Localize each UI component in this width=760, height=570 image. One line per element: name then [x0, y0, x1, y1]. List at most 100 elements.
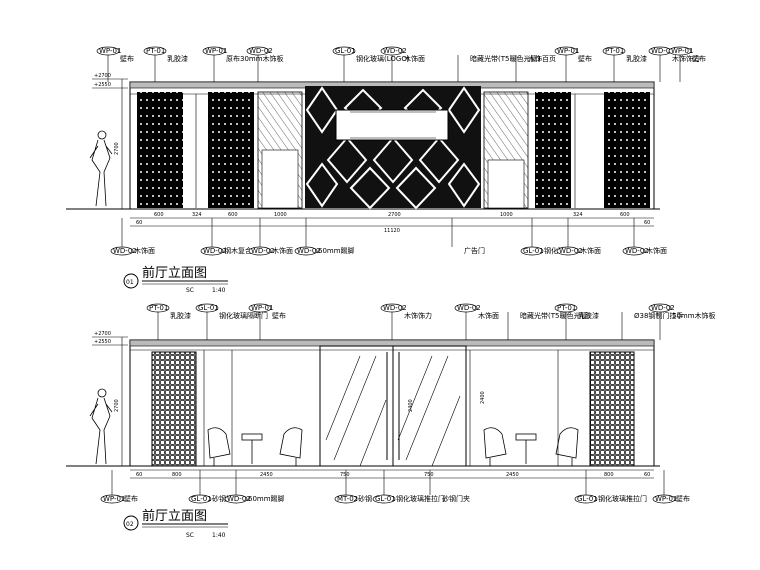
material-tag: Ø38钢制门拉手	[621, 311, 683, 340]
material-label: 钢木复合门面	[224, 246, 266, 255]
material-code: WD-02	[457, 304, 481, 312]
material-code: GL-01	[523, 247, 544, 255]
svg-text:600: 600	[620, 212, 630, 218]
svg-text:SC: SC	[186, 532, 194, 539]
svg-text:2400: 2400	[480, 391, 486, 404]
diamond-feature-wall	[305, 86, 481, 210]
dimension-line: 60 800 2450 750 750 2450 800 60	[130, 469, 654, 479]
svg-text:324: 324	[192, 212, 202, 218]
drawing-title-block: 02 前厅立面图 SC 1:40	[123, 508, 228, 539]
ceiling-band	[129, 339, 655, 347]
material-label: 广告门	[464, 246, 485, 255]
material-code: WP-01	[671, 47, 693, 55]
svg-text:2450: 2450	[506, 472, 519, 478]
material-label: 木饰饰力	[672, 54, 700, 63]
svg-text:60: 60	[644, 220, 650, 226]
level-marker: +2700 +2550 2700 2400 2400	[92, 331, 486, 466]
material-label: 壁布	[124, 494, 138, 503]
material-label: 60mm踢脚	[248, 494, 285, 503]
svg-text:01: 01	[126, 279, 134, 286]
wall-outline	[129, 339, 655, 467]
svg-text:+2700: +2700	[94, 73, 111, 79]
logo-glass-panel	[335, 109, 449, 141]
material-label: 壁布	[120, 54, 134, 63]
wallcover-panel	[604, 92, 650, 208]
material-code: PT-01	[557, 304, 576, 312]
glass-sliding-door	[319, 345, 467, 467]
material-code: GL-01	[577, 495, 598, 503]
material-code: WP-01	[205, 47, 227, 55]
material-label: 木饰面	[646, 246, 667, 255]
material-label: 壁布	[692, 54, 706, 63]
material-label: 暗藏光带(T5暖色光管)	[520, 311, 590, 320]
material-code: WD-02	[383, 47, 407, 55]
material-label: 木饰面	[134, 246, 155, 255]
elevation-2: +2700 +2550 2700 2400 2400 60 800 2450 7…	[66, 303, 716, 539]
wallcover-panel	[208, 92, 254, 208]
svg-text:60: 60	[644, 472, 650, 478]
lounge-chair-icon	[483, 427, 579, 466]
material-code: WD-02	[651, 47, 675, 55]
material-code: WD-02	[297, 247, 321, 255]
material-label: 砂钢	[358, 494, 372, 503]
material-tag: 暗藏光带(T5暖色光管)	[507, 311, 590, 340]
svg-text:2450: 2450	[260, 472, 273, 478]
material-label: 钢化玻璃(LOGO)	[356, 54, 410, 63]
material-code: GL-01	[198, 304, 219, 312]
drawing-title: 前厅立面图	[142, 265, 207, 281]
material-code: GL-01	[335, 47, 356, 55]
svg-text:2700: 2700	[388, 212, 401, 218]
material-label: Ø38钢制门拉手	[634, 311, 683, 320]
svg-text:1:40: 1:40	[212, 287, 226, 294]
material-code: WP-01	[103, 495, 125, 503]
material-code: WP-01	[655, 495, 677, 503]
material-code: PT-01	[149, 304, 168, 312]
material-code: MT-02	[337, 495, 358, 503]
drawing-title: 前厅立面图	[142, 508, 207, 524]
material-code: WP-01	[99, 47, 121, 55]
svg-text:+2700: +2700	[94, 331, 111, 337]
lattice-screen	[589, 351, 635, 467]
material-code: GL-01	[375, 495, 396, 503]
material-tag: 砂钢门夹	[429, 470, 470, 503]
material-code: WD-02	[625, 247, 649, 255]
wallcover-panel	[535, 92, 571, 208]
material-tag: WD-02	[246, 46, 273, 82]
material-label: 壁布	[578, 54, 592, 63]
human-figure-icon	[89, 388, 113, 465]
svg-text:60: 60	[136, 220, 142, 226]
material-label: 乳胶漆	[167, 54, 188, 63]
material-label: 壁布	[272, 311, 286, 320]
svg-text:02: 02	[126, 521, 134, 528]
human-figure-icon	[89, 130, 113, 207]
material-label: 壁布	[676, 494, 690, 503]
svg-text:2400: 2400	[408, 399, 414, 412]
material-code: WD-02	[203, 247, 227, 255]
material-tag: 广告门	[451, 218, 485, 255]
material-label: 木饰面	[478, 311, 499, 320]
svg-text:324: 324	[573, 212, 583, 218]
dimension-line: 60 600 324 600 1000 2700 1000 324 600 60…	[130, 212, 654, 234]
material-label: 木饰面	[404, 54, 425, 63]
svg-text:750: 750	[340, 472, 350, 478]
svg-text:800: 800	[172, 472, 182, 478]
material-label: 钢化玻璃推拉门	[598, 494, 647, 503]
material-label: 乳胶漆	[626, 54, 647, 63]
